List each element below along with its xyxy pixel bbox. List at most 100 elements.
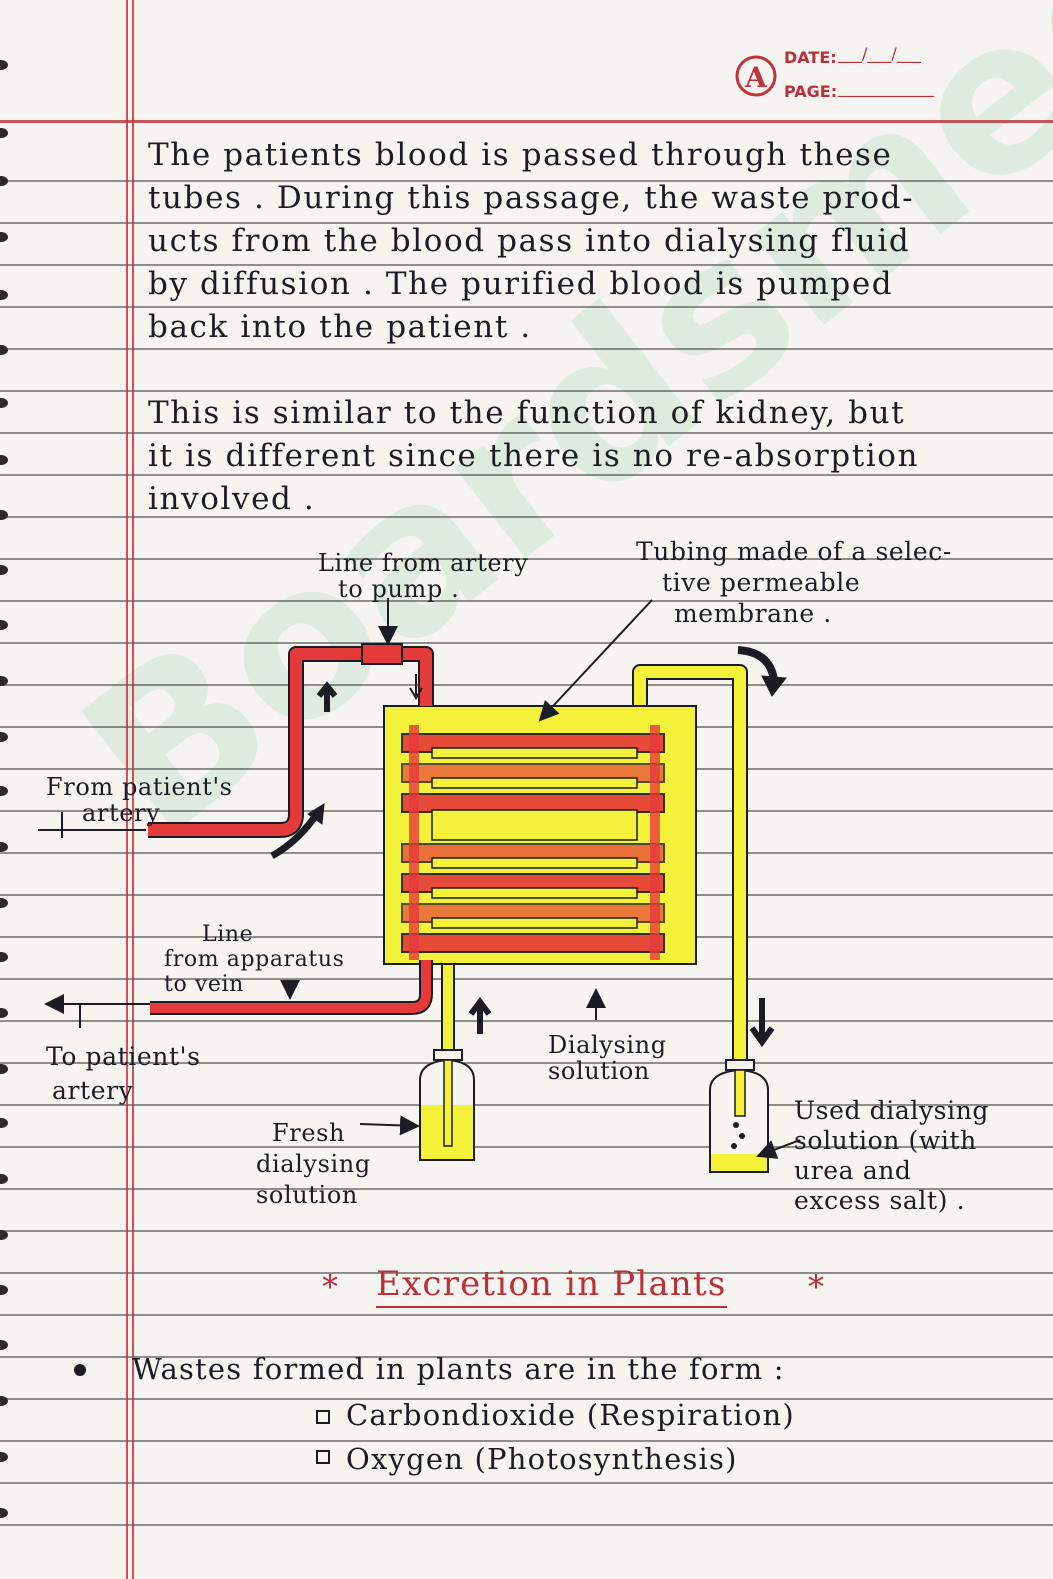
paragraph-line: ucts from the blood pass into dialysing … (148, 223, 911, 259)
label-line: to pump . (338, 575, 460, 603)
paragraph-line: tubes . During this passage, the waste p… (148, 180, 915, 216)
ruled-line (0, 978, 1053, 980)
binding-hole (0, 290, 8, 300)
leader-lines (38, 598, 801, 1159)
ruled-line (0, 222, 1053, 224)
date-value: ___/___/___ (838, 44, 921, 63)
ruled-line (0, 1482, 1053, 1484)
label-line: Tubing made of a selec- (636, 537, 952, 566)
binding-hole (0, 1008, 8, 1018)
paragraph-line: The patients blood is passed through the… (148, 137, 893, 173)
label-line: dialysing (256, 1150, 371, 1178)
paragraph-2: This is similar to the function of kidne… (148, 392, 919, 521)
binding-hole (0, 1118, 8, 1128)
binding-hole (0, 60, 8, 70)
date-label: DATE: (784, 48, 837, 67)
bullet-text: Wastes formed in plants are in the form … (132, 1352, 785, 1386)
binding-hole (0, 1452, 8, 1462)
label-line-to-vein: Line from apparatus to vein (164, 922, 345, 997)
label-line: Line (202, 922, 254, 947)
bullet-point (74, 1364, 86, 1376)
dialysis-diagram (38, 598, 801, 1173)
label-line: from apparatus (164, 947, 345, 972)
paragraph-line: by diffusion . The purified blood is pum… (148, 266, 894, 302)
binding-hole (0, 842, 8, 852)
pump (361, 643, 403, 665)
label-line: Dialysing (548, 1031, 667, 1059)
margin-line (132, 0, 134, 1579)
paragraph-line: This is similar to the function of kidne… (148, 395, 906, 431)
label-line: Fresh (272, 1119, 346, 1147)
ruled-line (0, 474, 1053, 476)
binding-hole (0, 510, 8, 520)
binding-hole (0, 455, 8, 465)
label-line: Used dialysing (794, 1096, 989, 1125)
label-line: artery (82, 799, 161, 827)
label-line: artery (52, 1076, 134, 1105)
ruled-line (0, 348, 1053, 350)
ruled-line (0, 1356, 1053, 1358)
ruled-line (0, 180, 1053, 182)
paragraph-line: involved . (148, 481, 316, 517)
label-from-patient-artery: From patient's artery (46, 774, 233, 826)
label-line: solution (256, 1181, 358, 1209)
flow-arrows (270, 646, 787, 1048)
ruled-line (0, 1524, 1053, 1526)
binding-hole (0, 128, 8, 138)
binding-hole (0, 786, 8, 796)
heading-star-right: * (808, 1268, 826, 1306)
ruled-line (0, 1230, 1053, 1232)
binding-hole (0, 398, 8, 408)
label-dialysing-solution: Dialysing solution (548, 1032, 667, 1084)
binding-hole (0, 1508, 8, 1518)
ruled-line (0, 306, 1053, 308)
dialyser-tank (383, 705, 697, 965)
paragraph-1: The patients blood is passed through the… (148, 134, 914, 349)
ruled-line (0, 1188, 1053, 1190)
ruled-line (0, 432, 1053, 434)
label-used-solution: Used dialysing solution (with urea and e… (794, 1096, 989, 1216)
binding-hole (0, 676, 8, 686)
label-artery-to-pump: Line from artery to pump . (318, 550, 528, 602)
ruled-line (0, 1062, 1053, 1064)
section-heading: Excretion in Plants (376, 1264, 727, 1308)
binding-hole (0, 898, 8, 908)
label-to-patient: To patient's artery (46, 1040, 201, 1108)
notebook-logo-icon: A (735, 55, 777, 97)
binding-hole (0, 176, 8, 186)
ruled-line (0, 1020, 1053, 1022)
ruled-line (0, 1146, 1053, 1148)
page-value: ____________ (838, 78, 934, 97)
binding-hole (0, 232, 8, 242)
binding-hole (0, 565, 8, 575)
binding-hole (0, 952, 8, 962)
binding-hole (0, 1064, 8, 1074)
label-line: excess salt) . (794, 1186, 966, 1215)
binding-hole (0, 1285, 8, 1295)
svg-text:A: A (744, 61, 768, 94)
ruled-line (0, 516, 1053, 518)
ruled-line (0, 1314, 1053, 1316)
sub-item: Oxygen (Photosynthesis) (346, 1442, 738, 1476)
binding-hole (0, 620, 8, 630)
label-line: membrane . (674, 599, 832, 628)
ruled-line (0, 684, 1053, 686)
used-solution-bottle (709, 1059, 769, 1173)
label-line: solution (548, 1057, 650, 1085)
checkbox-icon (316, 1450, 330, 1464)
binding-hole (0, 345, 8, 355)
binding-hole (0, 1174, 8, 1184)
paragraph-line: it is different since there is no re-abs… (148, 438, 920, 474)
label-line: urea and (794, 1156, 912, 1185)
label-line: tive permeable (662, 568, 861, 597)
label-line: To patient's (46, 1042, 201, 1071)
checkbox-icon (316, 1410, 330, 1424)
ruled-line (0, 600, 1053, 602)
ruled-line (0, 1272, 1053, 1274)
paragraph-line: back into the patient . (148, 309, 532, 345)
binding-hole (0, 1340, 8, 1350)
sub-item: Carbondioxide (Respiration) (346, 1398, 795, 1432)
ruled-line (0, 390, 1053, 392)
label-line: to vein (164, 972, 244, 997)
